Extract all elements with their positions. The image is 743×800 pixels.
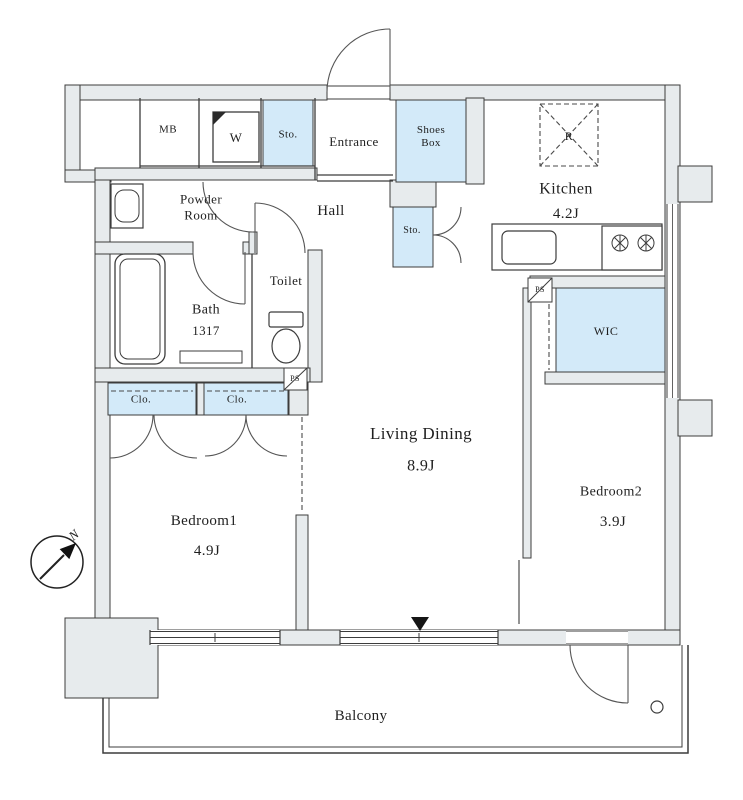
fridge-icon — [539, 103, 599, 167]
bathtub-icon — [114, 253, 243, 365]
room-label-wic: WIC — [593, 323, 619, 338]
ps-kitchen-box — [527, 277, 553, 303]
clo-left-doors — [109, 414, 198, 459]
sto-top-area — [262, 99, 314, 167]
drain-circle-icon — [650, 700, 664, 714]
room-area-living-dining: 8.9J — [407, 457, 435, 475]
stove-icon — [601, 225, 663, 271]
room-label-sto-hall: Sto. — [403, 225, 421, 236]
room-label-balcony: Balcony — [334, 708, 388, 724]
partition-lines — [139, 85, 520, 624]
room-label-fridge: R — [564, 128, 574, 143]
room-area-kitchen: 4.2J — [552, 206, 580, 222]
room-label-ps-toilet: PS — [290, 374, 300, 384]
toilet-door — [254, 202, 306, 254]
clo-right-doors — [204, 414, 288, 457]
room-label-clo-left: Clo. — [130, 393, 152, 406]
storage-highlights — [107, 99, 666, 416]
toilet-icon — [268, 311, 304, 364]
room-label-entrance: Entrance — [329, 134, 379, 150]
bedroom2-balcony-door — [569, 644, 629, 704]
room-label-powder-room: Powder Room — [179, 191, 223, 222]
balcony-fence — [102, 645, 689, 754]
kitchen-counter-icon — [491, 223, 663, 271]
walls — [64, 84, 713, 699]
room-label-ps-kitchen: PS — [535, 285, 545, 295]
room-label-mb: MB — [159, 123, 177, 136]
room-label-washer: W — [229, 130, 243, 146]
sto-hall-doors — [432, 206, 462, 264]
room-area-bedroom2: 3.9J — [599, 514, 627, 530]
room-area-bedroom1: 4.9J — [193, 543, 221, 559]
bedroom1-window — [149, 630, 281, 645]
living-window — [339, 630, 499, 645]
burner-icons — [611, 234, 655, 252]
room-label-bedroom1: Bedroom1 — [170, 513, 238, 529]
right-wall-window — [666, 204, 679, 398]
shoes-box-area — [395, 99, 467, 183]
room-label-bedroom2: Bedroom2 — [579, 484, 643, 500]
room-label-toilet: Toilet — [269, 273, 303, 289]
room-label-kitchen: Kitchen — [539, 180, 593, 198]
compass-icon — [30, 535, 84, 589]
room-label-sto-top: Sto. — [278, 128, 298, 141]
bedroom2-balcony-opening — [566, 630, 628, 645]
powder-room-door — [202, 181, 254, 233]
entrance-direction-marker — [411, 617, 429, 631]
windows — [149, 204, 679, 645]
washbasin-icon — [110, 183, 144, 229]
doors — [109, 28, 629, 704]
entrance-door — [326, 28, 391, 93]
ps-boxes — [283, 277, 553, 391]
bath-shelf-icon — [179, 350, 243, 364]
wic-area — [555, 287, 666, 373]
dashed-lines — [111, 296, 550, 513]
room-label-bath: Bath — [191, 302, 221, 318]
room-label-shoes-box: Shoes Box — [416, 123, 446, 149]
sink-icon — [501, 230, 557, 265]
room-size-bath: 1317 — [192, 323, 220, 339]
ps-toilet-box — [283, 367, 308, 391]
bath-door — [192, 251, 246, 305]
room-label-living-dining: Living Dining — [369, 423, 473, 443]
clo-left-area — [107, 382, 197, 416]
washer-icon — [212, 111, 260, 163]
room-label-hall: Hall — [317, 203, 345, 219]
sto-hall-area — [392, 206, 434, 268]
room-label-clo-right: Clo. — [226, 393, 248, 406]
